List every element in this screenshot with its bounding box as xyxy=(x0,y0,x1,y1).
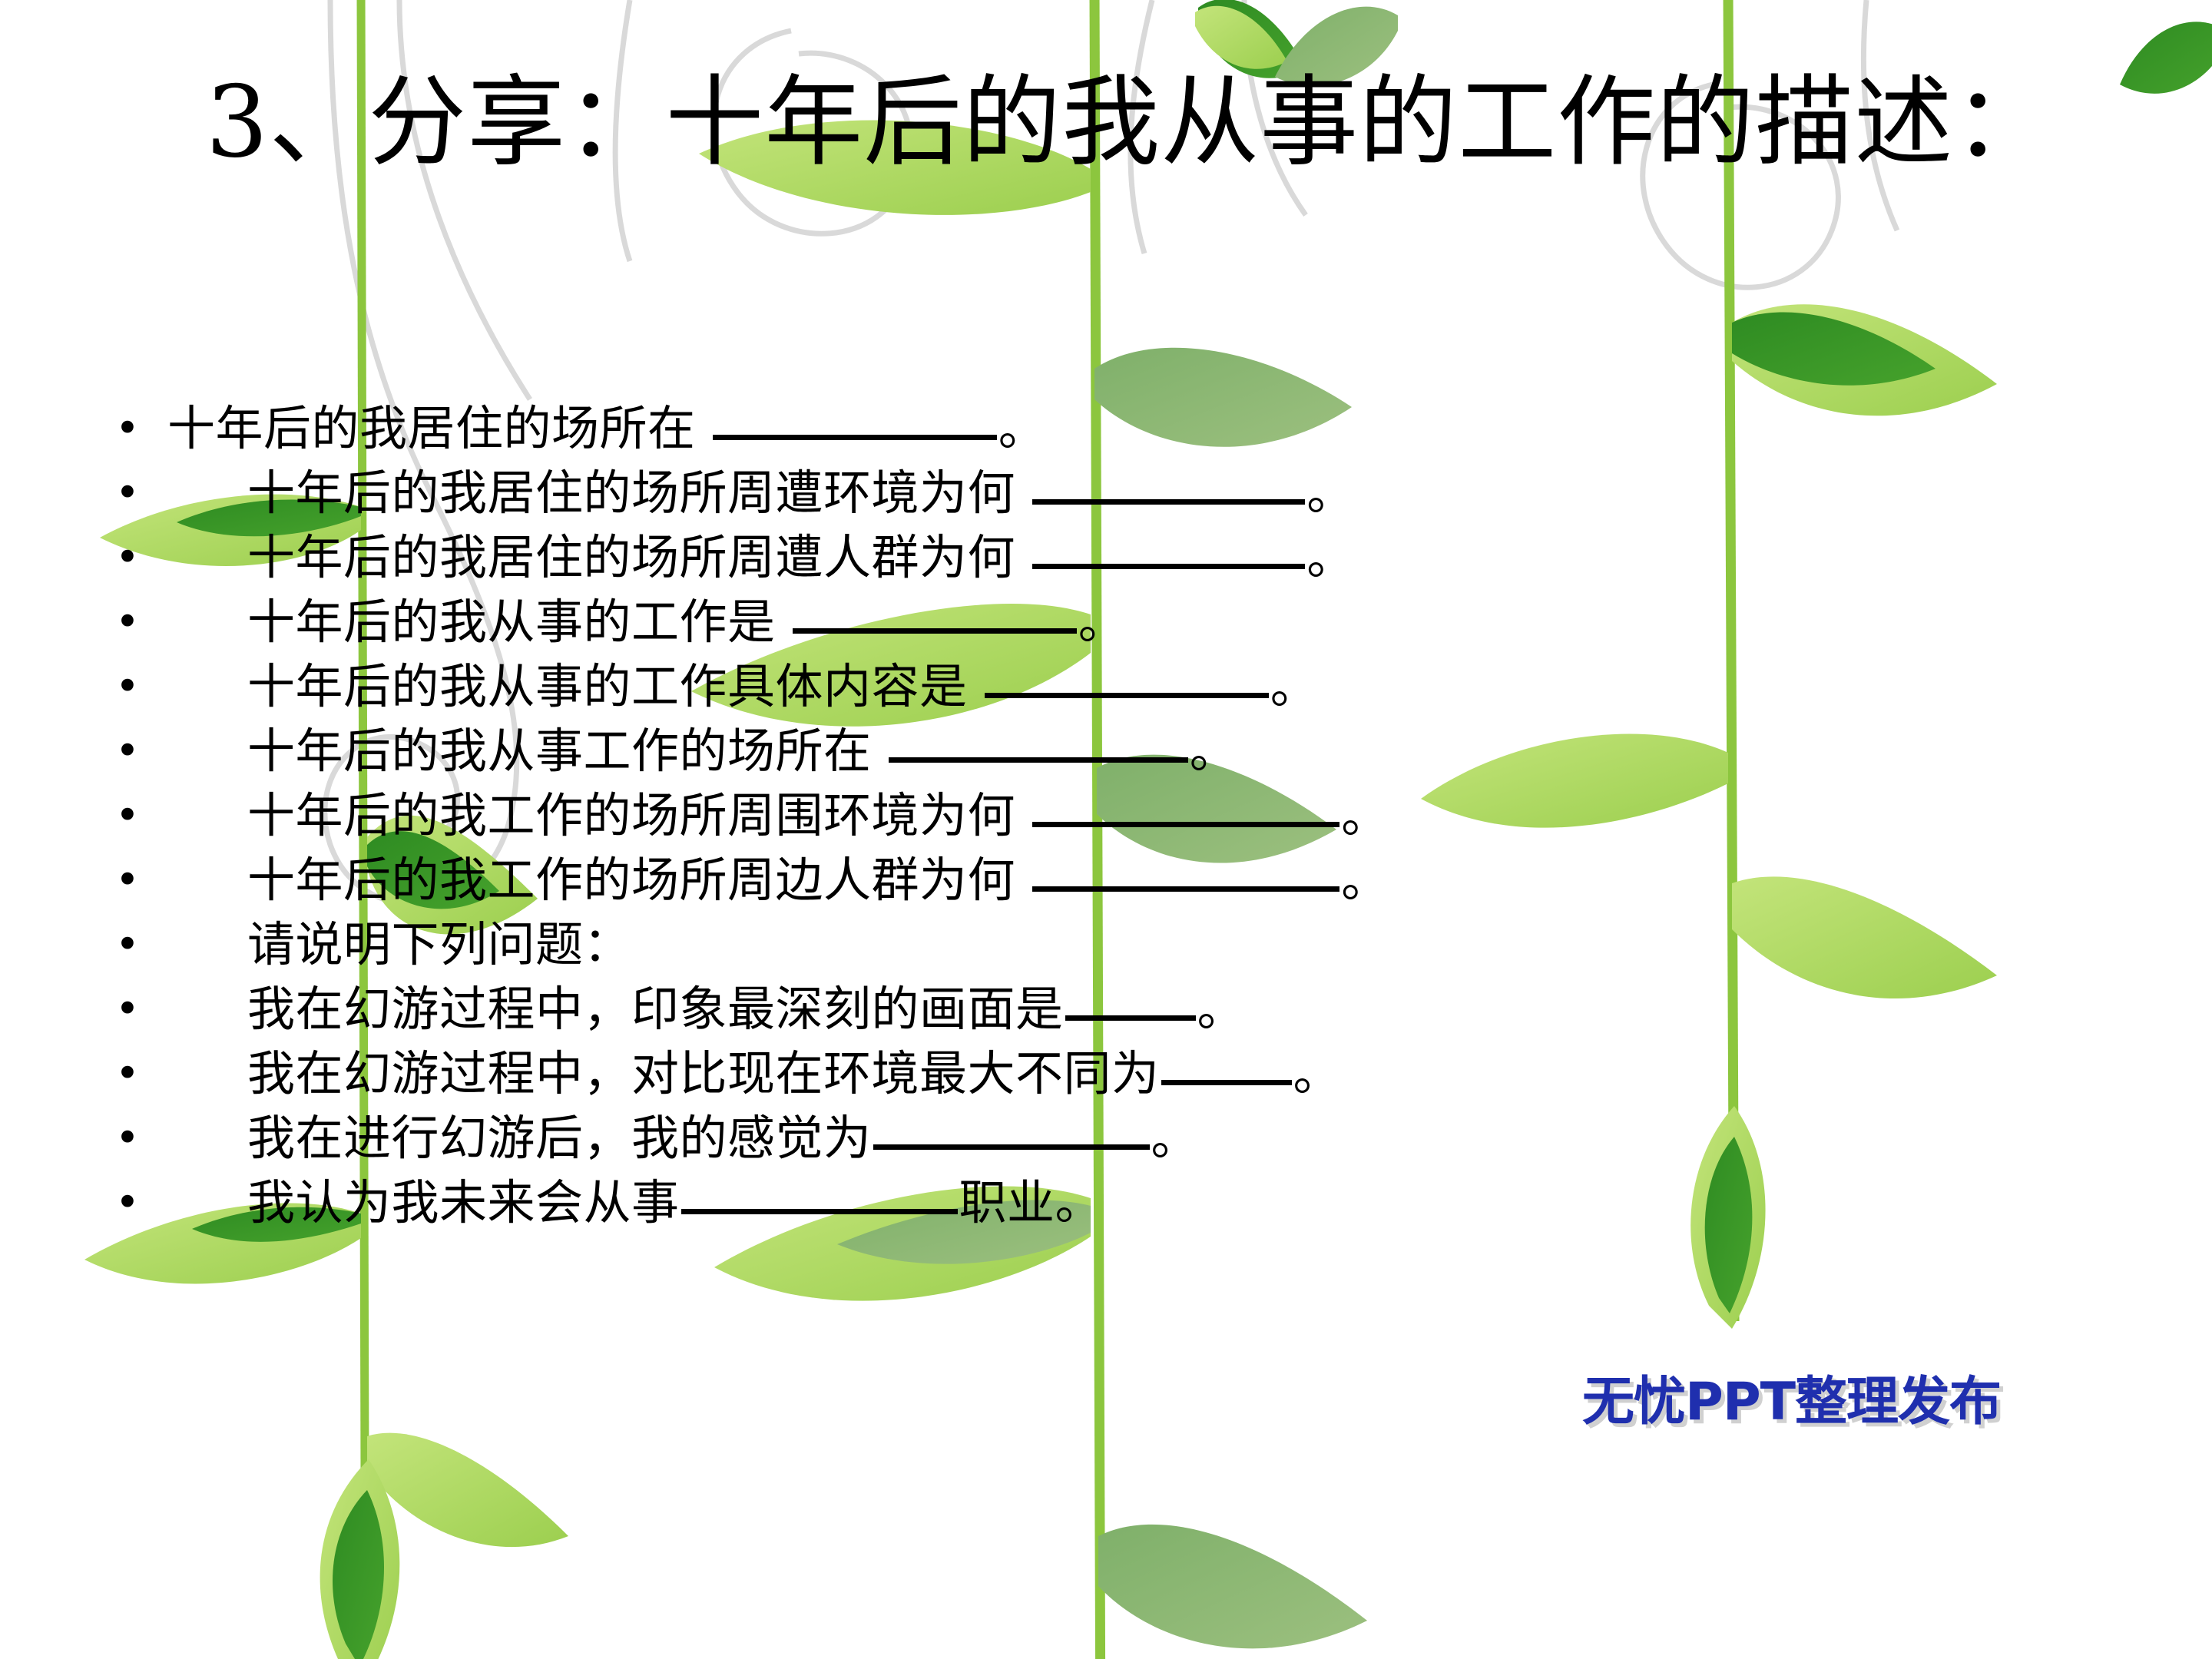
fill-in-blank[interactable] xyxy=(712,435,997,440)
bullet-item-text: 十年后的我居住的场所在 。 xyxy=(163,399,2189,458)
fill-in-blank[interactable] xyxy=(1032,564,1306,569)
bullet-item-text: 十年后的我工作的场所周围环境为何 。 xyxy=(163,786,2189,845)
fill-in-blank[interactable] xyxy=(984,693,1269,698)
bullet-text-post: 。 xyxy=(1151,1110,1200,1166)
fill-in-blank[interactable] xyxy=(1032,822,1340,827)
bullet-marker-icon: • xyxy=(115,985,140,1033)
bullet-item-text: 十年后的我从事的工作是 。 xyxy=(163,593,2189,651)
fill-in-blank[interactable] xyxy=(792,628,1077,634)
bullet-text-post: 。 xyxy=(1270,658,1319,714)
bullet-item: • 十年后的我从事的工作具体内容是 。 xyxy=(115,657,2189,716)
bullet-text-post: 。 xyxy=(1341,852,1389,908)
bullet-item: • 十年后的我工作的场所周边人群为何 。 xyxy=(115,851,2189,909)
bullet-marker-icon: • xyxy=(115,662,140,710)
bullet-item-text: 十年后的我居住的场所周遭环境为何 。 xyxy=(163,464,2189,522)
bullet-item: • 十年后的我居住的场所周遭人群为何 。 xyxy=(115,528,2189,587)
bullet-item-text: 我在幻游过程中，对比现在环境最大不同为 。 xyxy=(163,1045,2189,1103)
bullet-text-post: 。 xyxy=(998,400,1047,456)
bullet-item-text: 十年后的我从事的工作具体内容是 。 xyxy=(163,657,2189,716)
bullet-item-text: 我在幻游过程中，印象最深刻的画面是 。 xyxy=(163,980,2189,1038)
bullet-item: • 十年后的我居住的场所周遭环境为何 。 xyxy=(115,464,2189,522)
bullet-text-post: 。 xyxy=(1189,723,1238,779)
bullet-text-pre: 我在幻游过程中，对比现在环境最大不同为 xyxy=(247,1045,1160,1101)
bullet-marker-icon: • xyxy=(115,1114,140,1162)
bullet-marker-icon: • xyxy=(115,856,140,904)
bullet-text-pre: 十年后的我居住的场所周遭人群为何 xyxy=(247,529,1031,585)
bullet-text-pre: 我在进行幻游后，我的感觉为 xyxy=(247,1110,872,1166)
bullet-item-text: 我在进行幻游后，我的感觉为 。 xyxy=(163,1109,2189,1167)
bullet-marker-icon: • xyxy=(115,404,140,452)
fill-in-blank[interactable] xyxy=(1161,1080,1292,1085)
bullet-item: • 我在幻游过程中，对比现在环境最大不同为 。 xyxy=(115,1045,2189,1103)
bullet-text-post: 。 xyxy=(1306,529,1355,585)
bullet-marker-icon: • xyxy=(115,469,140,517)
bullet-item: • 我在幻游过程中，印象最深刻的画面是 。 xyxy=(115,980,2189,1038)
slide-title-text: 3、分享：十年后的我从事的工作的描述： xyxy=(205,65,2053,180)
bullet-item: • 十年后的我工作的场所周围环境为何 。 xyxy=(115,786,2189,845)
bullet-item: • 十年后的我从事工作的场所在 。 xyxy=(115,722,2189,780)
bullet-item-text: 十年后的我从事工作的场所在 。 xyxy=(163,722,2189,780)
bullet-item: • 十年后的我从事的工作是 。 xyxy=(115,593,2189,651)
bullet-text-post: 。 xyxy=(1078,594,1127,650)
bullet-marker-icon: • xyxy=(115,727,140,775)
bullet-text-post: 。 xyxy=(1341,787,1389,843)
fill-in-blank[interactable] xyxy=(1032,499,1306,505)
slide-title: 3、分享：十年后的我从事的工作的描述： xyxy=(0,65,2212,180)
bullet-item: • 我认为我未来会从事 职业。 xyxy=(115,1174,2189,1232)
bullet-text-post: 。 xyxy=(1197,981,1246,1037)
bullet-text-post: 。 xyxy=(1306,465,1355,521)
bullet-text-pre: 十年后的我居住的场所在 xyxy=(167,400,711,456)
bullet-item-text: 请说明下列问题： xyxy=(163,916,2189,974)
bullet-text-pre: 十年后的我从事的工作具体内容是 xyxy=(247,658,983,714)
bullet-marker-icon: • xyxy=(115,1178,140,1227)
fill-in-blank[interactable] xyxy=(873,1144,1150,1150)
bullet-text-pre: 十年后的我工作的场所周边人群为何 xyxy=(247,852,1031,908)
bullet-item: • 请说明下列问题： xyxy=(115,916,2189,974)
bullet-item: • 我在进行幻游后，我的感觉为 。 xyxy=(115,1109,2189,1167)
bullet-marker-icon: • xyxy=(115,920,140,969)
watermark-label: 无忧PPT整理发布 xyxy=(1582,1372,2002,1432)
bullet-marker-icon: • xyxy=(115,533,140,581)
bullet-text-pre: 十年后的我居住的场所周遭环境为何 xyxy=(247,465,1031,521)
fill-in-blank[interactable] xyxy=(1032,886,1340,892)
bullet-text-pre: 十年后的我工作的场所周围环境为何 xyxy=(247,787,1031,843)
bullet-marker-icon: • xyxy=(115,791,140,839)
bullet-item-text: 十年后的我居住的场所周遭人群为何 。 xyxy=(163,528,2189,587)
fill-in-blank[interactable] xyxy=(888,757,1188,763)
bullet-text-pre: 我认为我未来会从事 xyxy=(247,1174,680,1230)
bullet-text-pre: 十年后的我从事工作的场所在 xyxy=(247,723,887,779)
bullet-item: • 十年后的我居住的场所在 。 xyxy=(115,399,2189,458)
bullet-text-post: 。 xyxy=(1293,1045,1342,1101)
bullet-marker-icon: • xyxy=(115,1049,140,1098)
bullet-item-text: 我认为我未来会从事 职业。 xyxy=(163,1174,2189,1232)
bullet-text-pre: 请说明下列问题： xyxy=(247,916,632,972)
bullet-item-text: 十年后的我工作的场所周边人群为何 。 xyxy=(163,851,2189,909)
bullet-text-post: 职业。 xyxy=(959,1174,1104,1230)
bullet-list: • 十年后的我居住的场所在 。 • 十年后的我居住的场所周遭环境为何 。 • 十年后的我居… xyxy=(115,399,2189,1238)
fill-in-blank[interactable] xyxy=(680,1209,958,1214)
bullet-text-pre: 我在幻游过程中，印象最深刻的画面是 xyxy=(247,981,1064,1037)
bullet-marker-icon: • xyxy=(115,598,140,646)
bullet-text-pre: 十年后的我从事的工作是 xyxy=(247,594,791,650)
fill-in-blank[interactable] xyxy=(1065,1015,1196,1021)
